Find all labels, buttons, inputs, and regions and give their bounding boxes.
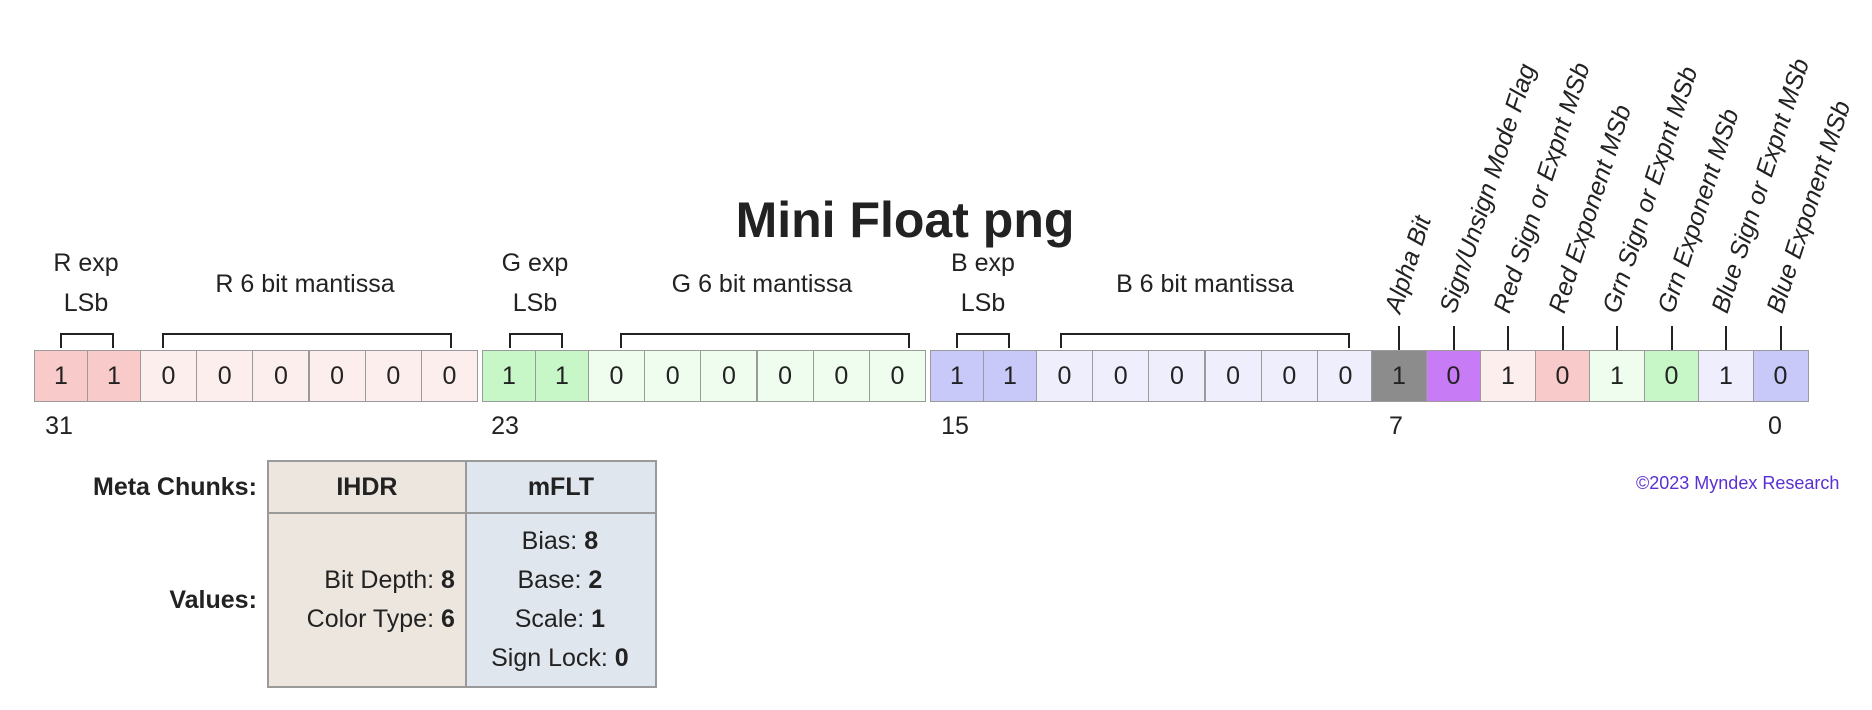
flag-tick xyxy=(1616,326,1618,350)
bit-cell-12: 0 xyxy=(1092,350,1150,402)
bit-cell-29: 0 xyxy=(140,350,197,402)
bit-cell-4: 0 xyxy=(1534,350,1591,402)
bit-cell-1: 1 xyxy=(1698,350,1754,402)
bit-cell-5: 1 xyxy=(1480,350,1536,402)
flag-tick xyxy=(1725,326,1727,350)
bit-cell-17: 0 xyxy=(812,350,870,402)
bit-cell-28: 0 xyxy=(196,350,254,402)
bit-cell-8: 0 xyxy=(1317,350,1374,402)
meta-chunks-label: Meta Chunks: xyxy=(93,472,257,501)
bit-cell-3: 1 xyxy=(1589,350,1645,402)
flag-tick xyxy=(1398,326,1400,350)
bit-cell-2: 0 xyxy=(1643,350,1700,402)
flag-tick xyxy=(1452,326,1455,350)
group-label-r-mantissa: R 6 bit mantissa xyxy=(215,270,395,298)
flag-tick xyxy=(1507,326,1509,350)
bit-cell-7: 1 xyxy=(1371,350,1427,402)
bracket-b-mantissa xyxy=(1060,333,1350,348)
mflt-entry: Base: 2 xyxy=(517,566,603,594)
meta-chunks-table: Meta Chunks: IHDR mFLT Values: Bit Depth… xyxy=(93,460,657,688)
mflt-entry: Sign Lock: 0 xyxy=(491,644,629,672)
bit-cell-22: 1 xyxy=(535,350,589,402)
bracket-r-mantissa xyxy=(162,333,452,348)
bit-index-15: 15 xyxy=(941,412,969,440)
bit-index-7: 7 xyxy=(1389,412,1403,440)
bit-cell-0: 0 xyxy=(1752,350,1809,402)
bit-cell-24: 0 xyxy=(421,350,478,402)
bit-cell-9: 0 xyxy=(1260,350,1318,402)
bit-cell-31: 1 xyxy=(34,350,88,402)
bracket-g-exp xyxy=(509,333,563,348)
group-label-g-mantissa: G 6 bit mantissa xyxy=(671,270,853,298)
mflt-values: Bias: 8 Base: 2 Scale: 1 Sign Lock: 0 xyxy=(464,512,657,688)
bit-cell-15: 1 xyxy=(930,350,984,402)
mflt-header: mFLT xyxy=(464,460,657,514)
bit-cell-10: 0 xyxy=(1204,350,1262,402)
bit-index-0: 0 xyxy=(1768,412,1782,440)
bit-cell-30: 1 xyxy=(87,350,141,402)
bit-cell-20: 0 xyxy=(644,350,702,402)
bit-index-31: 31 xyxy=(45,412,73,440)
flag-tick xyxy=(1561,326,1564,350)
group-label-b-mantissa: B 6 bit mantissa xyxy=(1116,270,1294,298)
bit-cell-23: 1 xyxy=(482,350,536,402)
bit-cell-19: 0 xyxy=(700,350,758,402)
bit-cell-14: 1 xyxy=(983,350,1037,402)
bit-cell-26: 0 xyxy=(308,350,366,402)
mflt-entry: Scale: 1 xyxy=(514,605,606,633)
bracket-b-exp xyxy=(956,333,1010,348)
bit-index-23: 23 xyxy=(491,412,519,440)
flag-tick xyxy=(1670,326,1673,350)
bit-cell-6: 0 xyxy=(1425,350,1482,402)
bit-cell-21: 0 xyxy=(588,350,645,402)
ihdr-header: IHDR xyxy=(266,460,467,514)
bit-cell-13: 0 xyxy=(1036,350,1093,402)
bit-cell-27: 0 xyxy=(252,350,310,402)
bit-cell-16: 0 xyxy=(869,350,926,402)
ihdr-entry: Color Type: 6 xyxy=(306,605,455,633)
bracket-r-exp xyxy=(60,333,114,348)
bit-cell-25: 0 xyxy=(364,350,422,402)
ihdr-entry: Bit Depth: 8 xyxy=(324,566,455,594)
ihdr-values: Bit Depth: 8 Color Type: 6 xyxy=(266,512,467,688)
diagram-title: Mini Float png xyxy=(735,192,1075,248)
bit-cell-11: 0 xyxy=(1148,350,1206,402)
copyright-text: ©2023 Myndex Research xyxy=(1636,473,1840,493)
mflt-entry: Bias: 8 xyxy=(521,527,599,555)
bracket-g-mantissa xyxy=(620,333,910,348)
flag-tick xyxy=(1779,326,1782,350)
bit-cell-18: 0 xyxy=(756,350,814,402)
values-label: Values: xyxy=(169,585,257,614)
